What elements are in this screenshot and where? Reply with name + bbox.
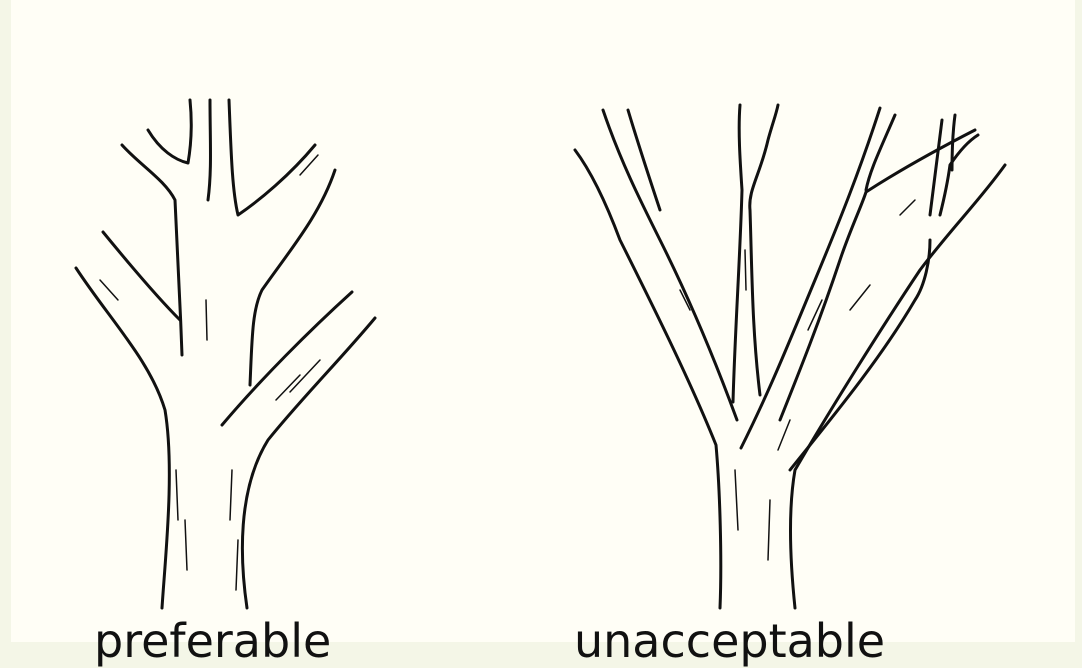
unacceptable-label: unacceptable <box>574 618 885 664</box>
preferable-tree-drawing <box>76 100 375 608</box>
preferable-label: preferable <box>94 618 331 664</box>
unacceptable-tree-drawing <box>575 105 1005 608</box>
tree-comparison-illustration <box>0 0 1082 642</box>
figure-frame: preferable unacceptable <box>0 0 1082 642</box>
